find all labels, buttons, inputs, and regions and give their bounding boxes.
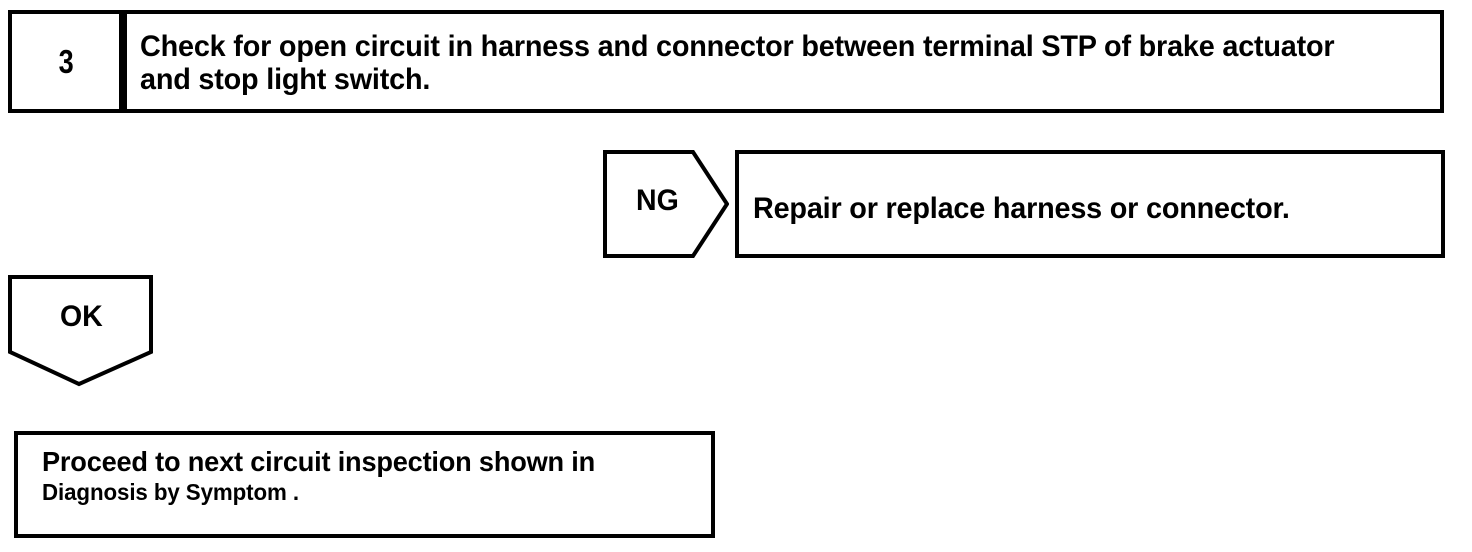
ng-branch-pentagon: NG <box>603 150 729 258</box>
ok-result-box: Proceed to next circuit inspection shown… <box>14 431 715 538</box>
step-instruction-box: Check for open circuit in harness and co… <box>123 10 1444 113</box>
step-instruction-text: Check for open circuit in harness and co… <box>140 30 1335 96</box>
ng-branch-label: NG <box>636 184 679 217</box>
ng-result-text: Repair or replace harness or connector. <box>753 192 1290 225</box>
ok-branch-pentagon: OK <box>8 275 153 387</box>
ng-pentagon-icon <box>603 150 729 258</box>
ok-result-text-primary: Proceed to next circuit inspection shown… <box>42 446 596 477</box>
ok-pentagon-icon <box>8 275 153 387</box>
step-number-label: 3 <box>58 43 73 80</box>
ng-result-box: Repair or replace harness or connector. <box>735 150 1445 258</box>
ok-result-text-secondary: Diagnosis by Symptom . <box>42 479 299 505</box>
ok-branch-label: OK <box>60 300 103 333</box>
step-number-cell: 3 <box>8 10 123 113</box>
